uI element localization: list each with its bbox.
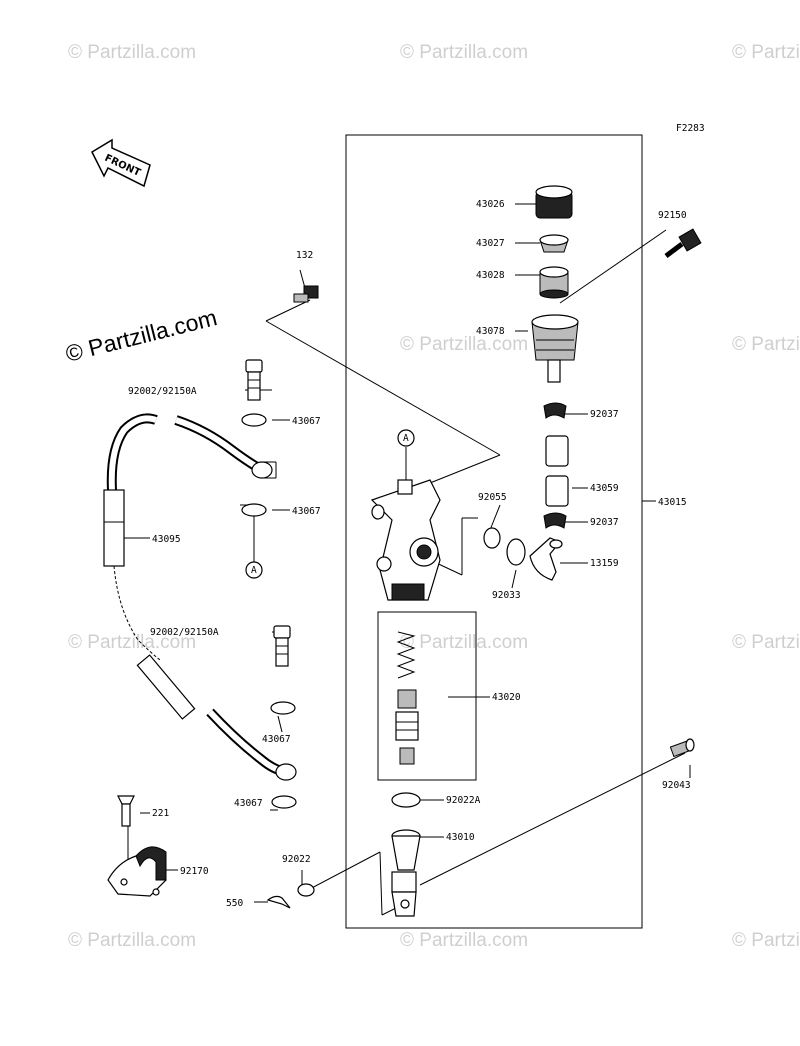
part-label: 43059 [590, 483, 619, 494]
part-labels: 43026 43027 43028 43078 92150 132 92002/… [128, 199, 691, 909]
elbow-fitting [529, 537, 563, 581]
subassembly-boundary [377, 611, 477, 781]
watermark-text: © Partzilla.com [400, 930, 528, 951]
front-arrow: FRONT [91, 138, 151, 188]
part-label: 43067 [292, 416, 321, 427]
watermark-text: © Partzilla.com [400, 632, 528, 653]
watermark-text: © Partzilla.com [68, 930, 196, 951]
part-label: 92043 [662, 780, 691, 791]
part-label: 550 [226, 898, 243, 909]
union-bolt [245, 359, 263, 401]
reservoir-hose [545, 435, 569, 507]
part-label: 92037 [590, 517, 619, 528]
part-label: 221 [152, 808, 169, 819]
part-label: 92150 [658, 210, 687, 221]
sealing-washer [270, 701, 296, 715]
ref-mark-text: A [251, 565, 257, 576]
part-label: 92170 [180, 866, 209, 877]
part-label: 43015 [658, 497, 687, 508]
bolt-132 [293, 285, 319, 303]
reservoir-cap [535, 185, 573, 219]
part-label: 43026 [476, 199, 505, 210]
part-label: 92033 [492, 590, 521, 601]
watermark-text: © Partzilla.com [732, 334, 800, 355]
watermark-text: © Partzilla.com [68, 42, 196, 63]
sealing-washer [241, 413, 267, 427]
part-label: 13159 [590, 558, 619, 569]
leader-lines [118, 203, 691, 916]
bolt-92150 [664, 228, 702, 258]
reservoir-plate [539, 266, 569, 299]
part-label: 43067 [292, 506, 321, 517]
part-label: 43027 [476, 238, 505, 249]
part-label: 43020 [492, 692, 521, 703]
part-label: 43028 [476, 270, 505, 281]
part-label: 132 [296, 250, 313, 261]
sealing-washer [271, 795, 297, 809]
part-label: 43010 [446, 832, 475, 843]
hose-clamp [543, 512, 567, 529]
part-label: 92022 [282, 854, 311, 865]
main-watermark: © Partzilla.com [63, 304, 220, 367]
screw-221 [117, 795, 135, 827]
part-label: 92022A [446, 795, 481, 806]
part-label: 43067 [234, 798, 263, 809]
hose-clamp [543, 402, 567, 419]
cotter-pin [266, 895, 291, 909]
watermark-text: © Partzilla.com [68, 632, 196, 653]
watermark-text: © Partzilla.com [400, 334, 528, 355]
part-label: 43095 [152, 534, 181, 545]
assembly-boundary [345, 134, 643, 929]
ref-mark-a: A [245, 561, 263, 579]
sealing-washer [241, 503, 267, 517]
piston-kit [395, 631, 419, 765]
part-label: 92037 [590, 409, 619, 420]
ref-mark-text: A [403, 433, 409, 444]
watermark-text: © Partzilla.com [400, 42, 528, 63]
union-bolt [273, 625, 291, 667]
hose-bracket [107, 846, 167, 897]
brake-hose [103, 413, 297, 781]
part-label: 92002/92150A [150, 627, 219, 638]
watermark-text: © Partzilla.com [732, 632, 800, 653]
part-label: 92002/92150A [128, 386, 197, 397]
reservoir-tank [531, 314, 579, 383]
clevis-pin [669, 738, 695, 758]
figure-code: F2283 [676, 123, 705, 134]
part-label: 92055 [478, 492, 507, 503]
circlip [506, 538, 526, 566]
watermark-text: © Partzilla.com [732, 930, 800, 951]
master-cylinder-body [370, 479, 441, 601]
watermark-text: © Partzilla.com [732, 42, 800, 63]
o-ring [483, 527, 501, 549]
part-label: 43078 [476, 326, 505, 337]
part-label: 43067 [262, 734, 291, 745]
diaphragm [539, 234, 569, 253]
push-rod [391, 829, 421, 917]
washer-92022 [297, 883, 315, 897]
ref-mark-a: A [397, 429, 415, 447]
circlip-92022a [391, 792, 421, 808]
